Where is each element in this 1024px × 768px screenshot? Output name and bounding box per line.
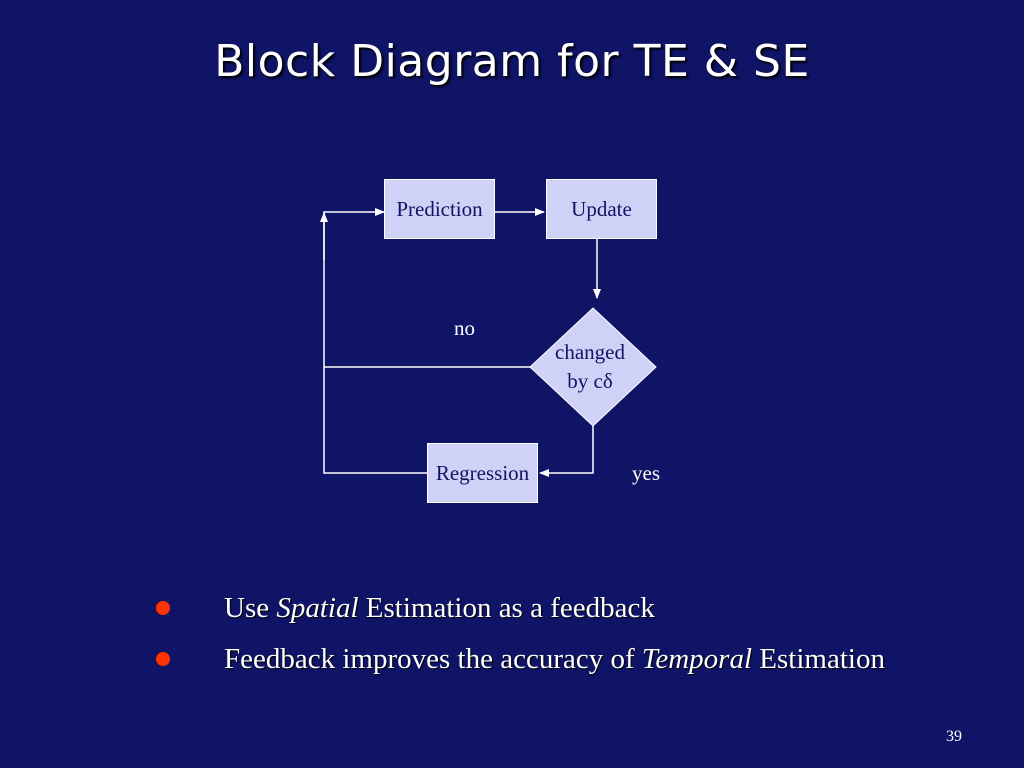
decision-label-line1: changed bbox=[555, 340, 625, 364]
bullet-text-emphasis: Temporal bbox=[641, 643, 753, 675]
edge-regression-feedback bbox=[323, 208, 427, 474]
bullet-dot-icon bbox=[156, 601, 170, 615]
edge-decision-regression bbox=[539, 426, 594, 477]
bullet-text-after: Estimation as a feedback bbox=[358, 592, 655, 624]
node-update: Update bbox=[546, 179, 657, 239]
page-number: 39 bbox=[946, 728, 962, 745]
bullet-text: Use Spatial Estimation as a feedback bbox=[224, 588, 655, 628]
bullet-item: Use Spatial Estimation as a feedback bbox=[150, 588, 1010, 639]
bullet-item: Feedback improves the accuracy of Tempor… bbox=[150, 639, 1010, 690]
bullet-text: Feedback improves the accuracy of Tempor… bbox=[224, 639, 885, 679]
bullet-text-after: Estimation bbox=[752, 643, 885, 675]
bullet-dot-icon bbox=[156, 652, 170, 666]
bullet-list: Use Spatial Estimation as a feedback Fee… bbox=[150, 588, 1010, 690]
bullet-text-before: Use bbox=[224, 592, 277, 624]
decision-label: changed by cδ bbox=[530, 338, 650, 396]
decision-diamond bbox=[529, 307, 657, 427]
bullet-text-before: Feedback improves the accuracy of bbox=[224, 643, 642, 675]
bullet-text-emphasis: Spatial bbox=[276, 592, 359, 624]
slide-title: Block Diagram for TE & SE bbox=[214, 36, 810, 87]
node-prediction: Prediction bbox=[384, 179, 495, 239]
node-regression: Regression bbox=[427, 443, 538, 503]
edge-label-yes: yes bbox=[632, 461, 660, 485]
decision-label-line2: by cδ bbox=[567, 369, 613, 393]
edge-label-no: no bbox=[454, 316, 475, 340]
